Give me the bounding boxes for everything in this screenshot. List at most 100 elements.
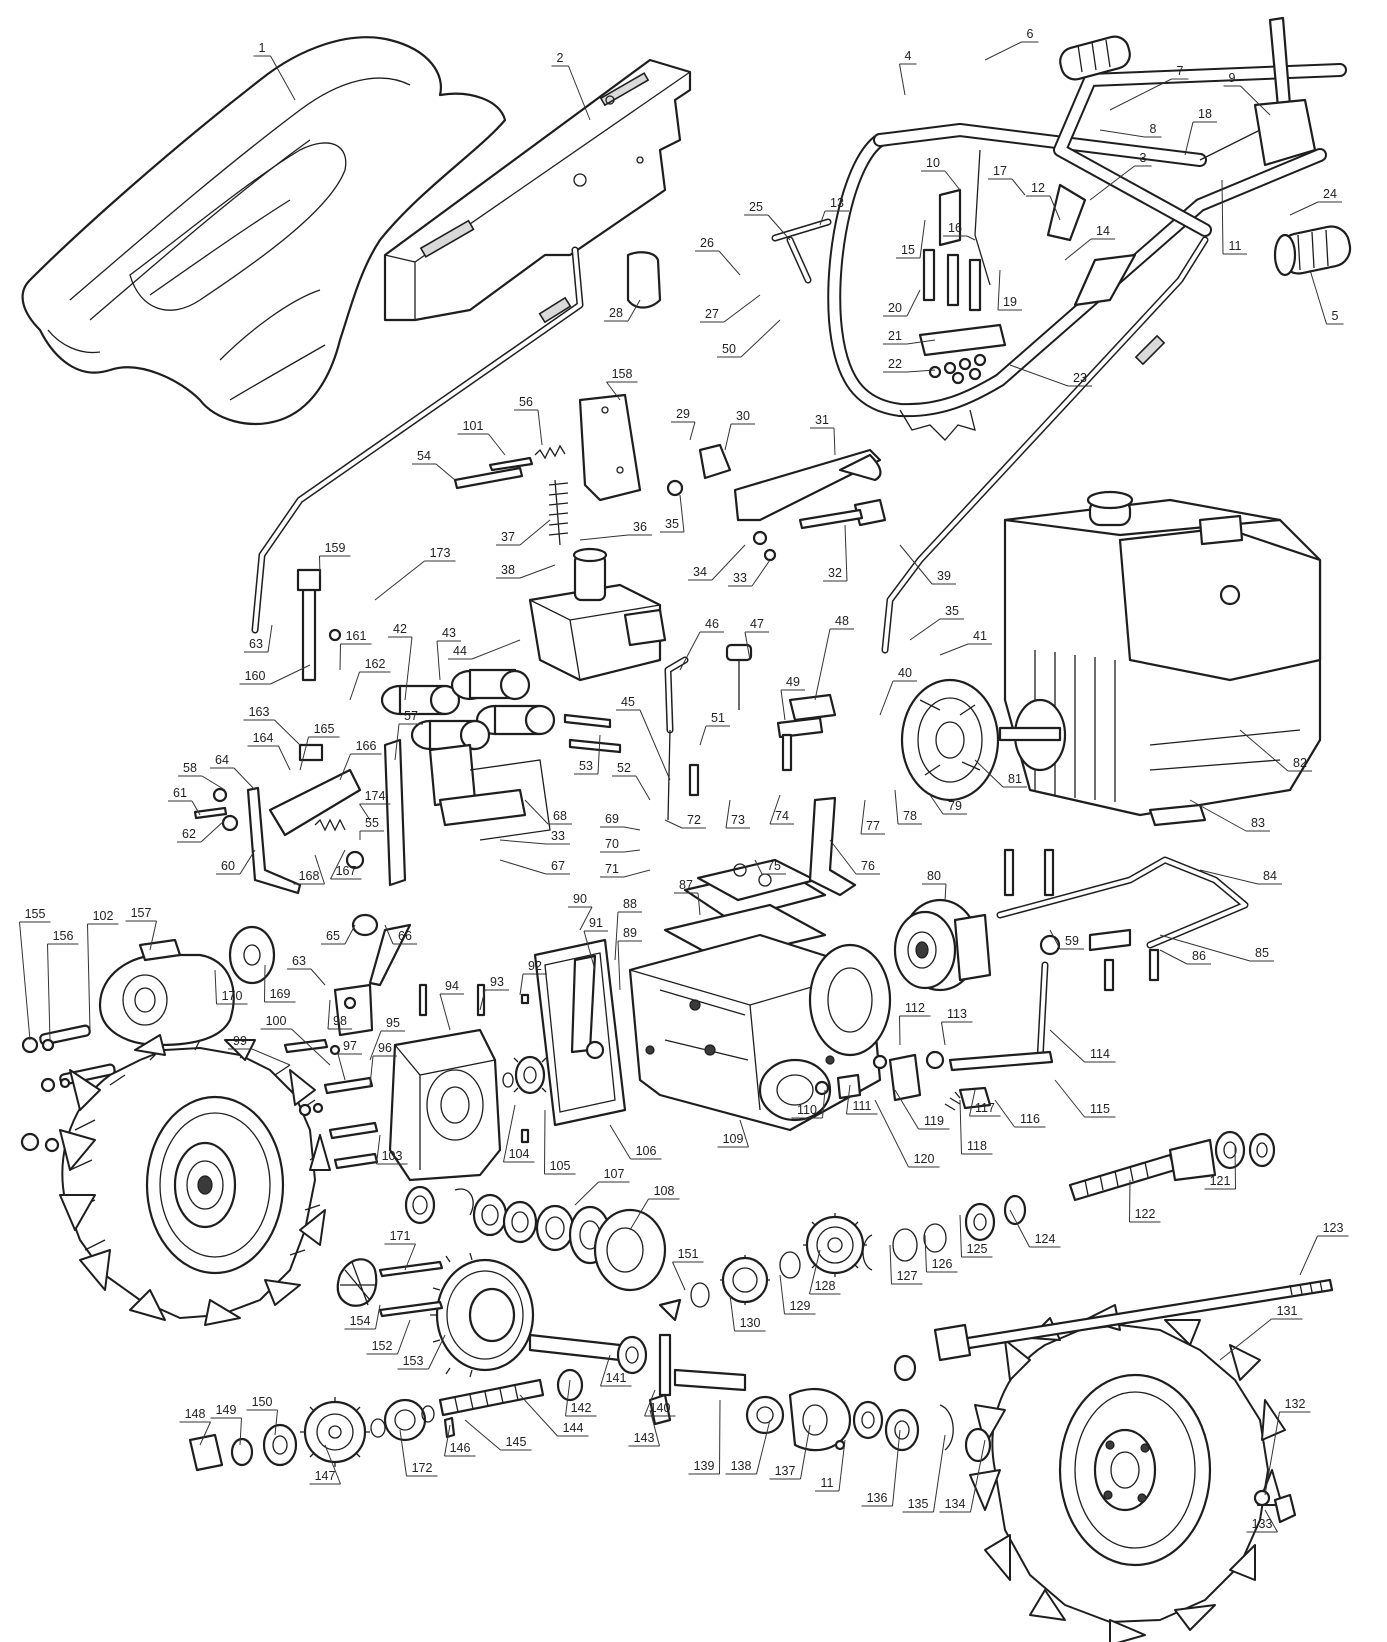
callout-number: 29: [676, 407, 690, 421]
callout-number: 46: [705, 617, 719, 631]
callout-leader-line: [337, 1053, 346, 1081]
callout-leader-line: [609, 1124, 631, 1160]
callout-leader-line: [359, 803, 371, 821]
callout-number: 58: [183, 761, 197, 775]
callout-leader-line: [697, 892, 701, 916]
callout-leader-line: [519, 973, 524, 996]
callout-leader-line: [970, 1439, 986, 1513]
callout-leader-line: [394, 723, 400, 761]
callout-number: 166: [356, 739, 377, 753]
pivot-bracket-part: [528, 547, 667, 682]
callout-leader-line: [270, 55, 296, 101]
callout-leader-line: [278, 745, 291, 771]
callout-leader-line: [974, 759, 1004, 788]
callout-leader-line: [997, 269, 1001, 311]
callout-leader-line: [959, 1099, 962, 1155]
callout-10: 10: [921, 156, 961, 191]
callout-93: 93: [479, 975, 509, 1011]
callout-62: 62: [177, 819, 226, 843]
callout-leader-line: [672, 1261, 686, 1291]
callout-number: 55: [365, 816, 379, 830]
callout-number: 136: [867, 1491, 888, 1505]
callout-number: 98: [333, 1014, 347, 1028]
callout-number: 160: [245, 669, 266, 683]
callout-167: 167: [330, 849, 362, 880]
callout-number: 19: [1003, 295, 1017, 309]
callout-65: 65: [321, 924, 356, 945]
callout-153: 153: [397, 1334, 446, 1370]
callout-leader-line: [1234, 1144, 1236, 1190]
callout-94: 94: [439, 979, 464, 1031]
callout-126: 126: [924, 1234, 958, 1273]
callout-leader-line: [944, 883, 947, 901]
callout-number: 33: [551, 829, 565, 843]
callout-129: 129: [779, 1274, 816, 1315]
callout-124: 124: [1009, 1209, 1061, 1248]
callout-63: 63: [244, 624, 273, 653]
callout-number: 90: [573, 892, 587, 906]
callout-number: 100: [266, 1014, 287, 1028]
callout-164: 164: [247, 731, 291, 771]
callout-number: 141: [606, 1371, 627, 1385]
callout-number: 116: [1020, 1112, 1040, 1126]
callout-156: 156: [47, 929, 79, 1041]
callout-58: 58: [178, 761, 226, 791]
callout-leader-line: [330, 849, 346, 880]
callout-number: 10: [926, 156, 940, 170]
callout-number: 75: [767, 859, 781, 873]
callout-leader-line: [933, 1434, 946, 1513]
callout-16: 16: [943, 221, 976, 241]
callout-number: 66: [398, 929, 412, 943]
callout-115: 115: [1054, 1079, 1116, 1118]
callout-leader-line: [544, 1109, 546, 1175]
callout-leader-line: [327, 999, 331, 1030]
callout-leader-line: [899, 544, 933, 585]
callout-number: 121: [1210, 1174, 1231, 1188]
callout-26: 26: [695, 236, 741, 276]
callout-leader-line: [814, 628, 831, 701]
callout-number: 123: [1323, 1221, 1344, 1235]
callout-leader-line: [519, 1394, 558, 1437]
callout-number: 159: [325, 541, 346, 555]
callout-leader-line: [756, 1419, 771, 1475]
callout-172: 172: [399, 1429, 438, 1477]
callout-91: 91: [583, 916, 608, 971]
callout-number: 174: [365, 789, 386, 803]
callout-68: 68: [524, 799, 572, 825]
callout-number: 170: [222, 989, 243, 1003]
callout-number: 112: [905, 1001, 925, 1015]
callout-number: 11: [821, 1476, 834, 1490]
callout-leader-line: [892, 1429, 901, 1507]
callout-leader-line: [1309, 269, 1327, 325]
callout-130: 130: [729, 1294, 766, 1332]
callout-24: 24: [1289, 187, 1342, 216]
callout-47: 47: [744, 617, 769, 661]
callout-leader-line: [1199, 869, 1259, 885]
callout-leader-line: [499, 839, 547, 845]
callout-102: 102: [87, 909, 119, 1031]
callout-118: 118: [959, 1099, 993, 1155]
callout-number: 65: [326, 929, 340, 943]
callout-29: 29: [671, 407, 696, 441]
callout-leader-line: [200, 819, 226, 843]
bearing-housing-parts: [21, 938, 235, 1093]
callout-56: 56: [514, 395, 543, 446]
callout-number: 50: [722, 342, 736, 356]
callout-21: 21: [883, 329, 936, 345]
callout-number: 26: [700, 236, 714, 250]
callout-leader-line: [1049, 1029, 1085, 1063]
left-drive-wheel-part: [20, 1034, 331, 1326]
callout-13: 13: [819, 196, 849, 226]
callout-140: 140: [644, 1389, 676, 1417]
callout-33: 33: [499, 829, 570, 845]
callout-number: 125: [967, 1242, 988, 1256]
callout-71: 71: [600, 862, 651, 878]
callout-leader-line: [679, 494, 685, 533]
callout-leader-line: [384, 924, 394, 945]
callout-leader-line: [984, 41, 1022, 61]
callout-125: 125: [959, 1214, 993, 1258]
callout-leader-line: [524, 799, 549, 825]
